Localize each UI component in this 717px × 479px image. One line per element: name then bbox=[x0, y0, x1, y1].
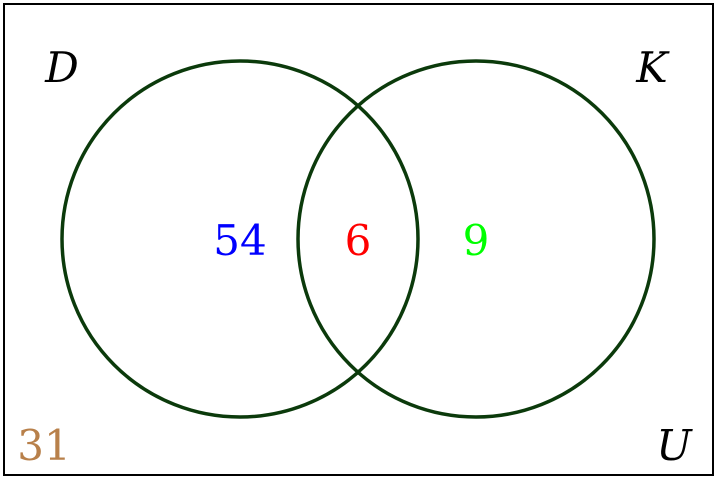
universe-frame bbox=[3, 3, 714, 476]
set-k-circle bbox=[296, 59, 656, 419]
set-k-label: K bbox=[635, 43, 670, 92]
set-d-circle bbox=[60, 59, 420, 419]
left-only-count: 54 bbox=[213, 216, 266, 265]
intersection-count: 6 bbox=[345, 216, 372, 265]
universe-label: U bbox=[656, 421, 693, 470]
outside-count: 31 bbox=[17, 421, 70, 470]
set-d-label: D bbox=[44, 43, 79, 92]
right-only-count: 9 bbox=[463, 216, 490, 265]
